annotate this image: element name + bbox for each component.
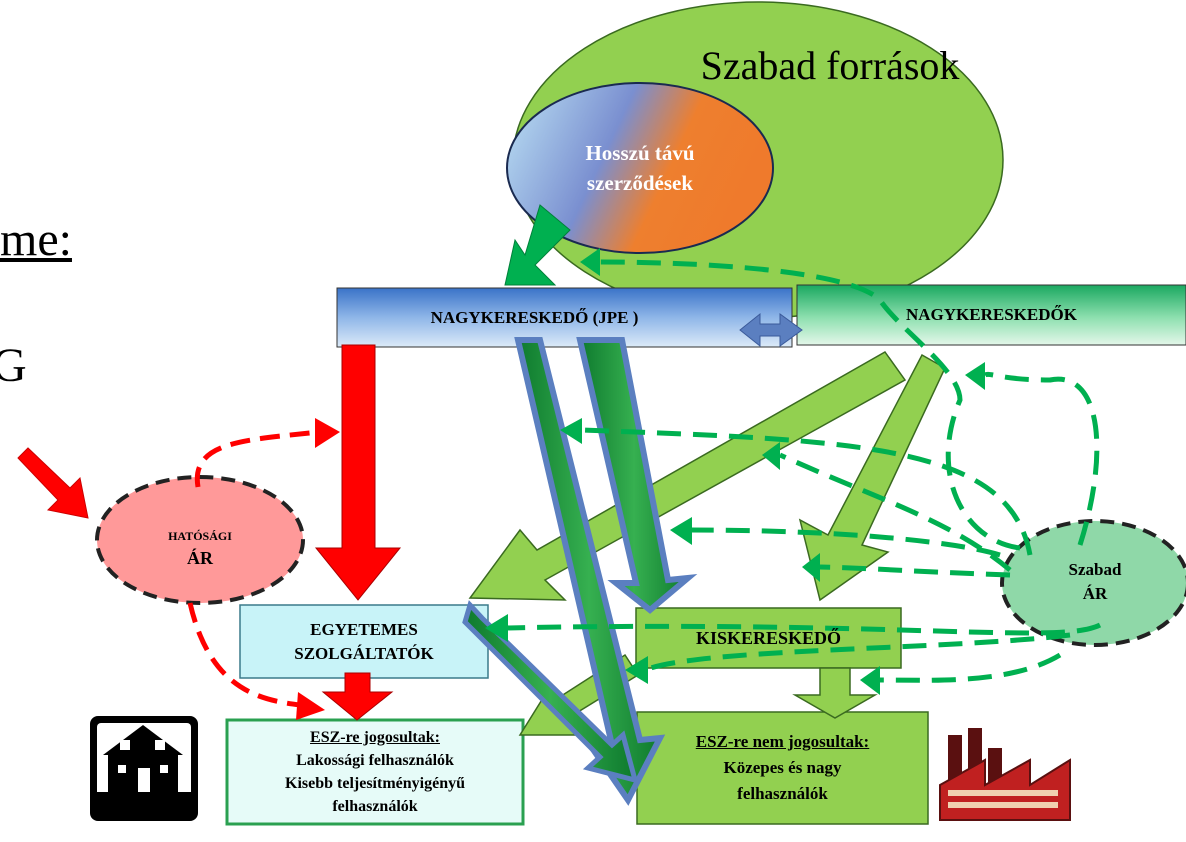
long-term-contracts-label: Hosszú távú szerződések (540, 138, 740, 198)
arrow-jpe-to-retailer (576, 337, 698, 614)
free-sources-label: Szabad források (700, 43, 960, 88)
wholesaler-jpe-label: NAGYKERESKEDŐ (JPE ) (430, 307, 639, 327)
eligible-heading: ESZ-re jogosultak: (310, 729, 440, 746)
not-eligible-line-1: Közepes és nagy (723, 758, 842, 777)
arrow-jpe-to-universal (314, 344, 402, 601)
eligible-line-3: felhasználók (332, 798, 418, 815)
red-dashed-regulated-to-universal (194, 429, 319, 488)
universal-service-label: EGYETEMES SZOLGÁLTATÓK (240, 605, 488, 678)
green-dashed-arrowheads (485, 248, 985, 695)
left-fragment-2: G (0, 339, 27, 392)
factory-icon (939, 728, 1071, 821)
free-price-line-2: ÁR (1082, 584, 1108, 603)
red-pointer-arrow (17, 447, 89, 519)
wholesaler-jpe-box (336, 287, 793, 348)
regulated-price-label: HATÓSÁGI ÁR (130, 525, 270, 569)
eligible-line-2: Kisebb teljesítményigényű (285, 775, 465, 792)
eligible-box (225, 718, 525, 826)
regulated-price-ellipse (95, 475, 305, 605)
wholesalers-box (796, 284, 1186, 346)
house-icon (90, 716, 198, 821)
universal-service-line-2: SZOLGÁLTATÓK (294, 643, 434, 663)
left-fragment-1: me: (0, 213, 72, 266)
green-dashed-arrows (504, 259, 1102, 683)
universal-service-box (239, 604, 489, 679)
arrow-retailer-to-not-eligible (792, 667, 878, 719)
not-eligible-label: ESZ-re nem jogosultak: Közepes és nagy f… (637, 712, 928, 824)
arrow-wholesale-exchange (739, 312, 803, 348)
long-term-contracts-line-1: Hosszú távú (585, 141, 695, 165)
regulated-price-line-2: ÁR (187, 548, 213, 568)
free-price-line-1: Szabad (1068, 560, 1122, 579)
red-dashed-arrowhead-1 (315, 418, 340, 448)
eligible-label: ESZ-re jogosultak: Lakossági felhasználó… (227, 720, 523, 824)
eligible-line-1: Lakossági felhasználók (296, 752, 454, 769)
long-term-contracts-line-2: szerződések (586, 171, 694, 195)
retailer-label: KISKERESKEDŐ (695, 627, 842, 648)
free-price-ellipse (1000, 519, 1186, 647)
not-eligible-heading: ESZ-re nem jogosultak: (695, 732, 870, 751)
arrow-wholesalers-to-retailer (798, 353, 946, 602)
regulated-price-line-1: HATÓSÁGI (168, 529, 232, 543)
retailer-box (635, 607, 902, 669)
universal-service-line-1: EGYETEMES (310, 619, 418, 639)
red-dashed-arrowhead-2 (296, 692, 325, 720)
arrow-universal-to-eligible (321, 672, 394, 721)
wholesalers-label: NAGYKERESKEDŐK (906, 305, 1077, 324)
red-dashed-regulated-to-eligible (187, 602, 301, 708)
not-eligible-line-2: felhasználók (737, 784, 828, 803)
arrow-universal-to-not-eligible (462, 600, 639, 784)
arrow-contracts-to-jpe (504, 204, 571, 286)
free-price-label: Szabad ÁR (1035, 558, 1155, 606)
long-term-contracts-ellipse (506, 82, 774, 254)
